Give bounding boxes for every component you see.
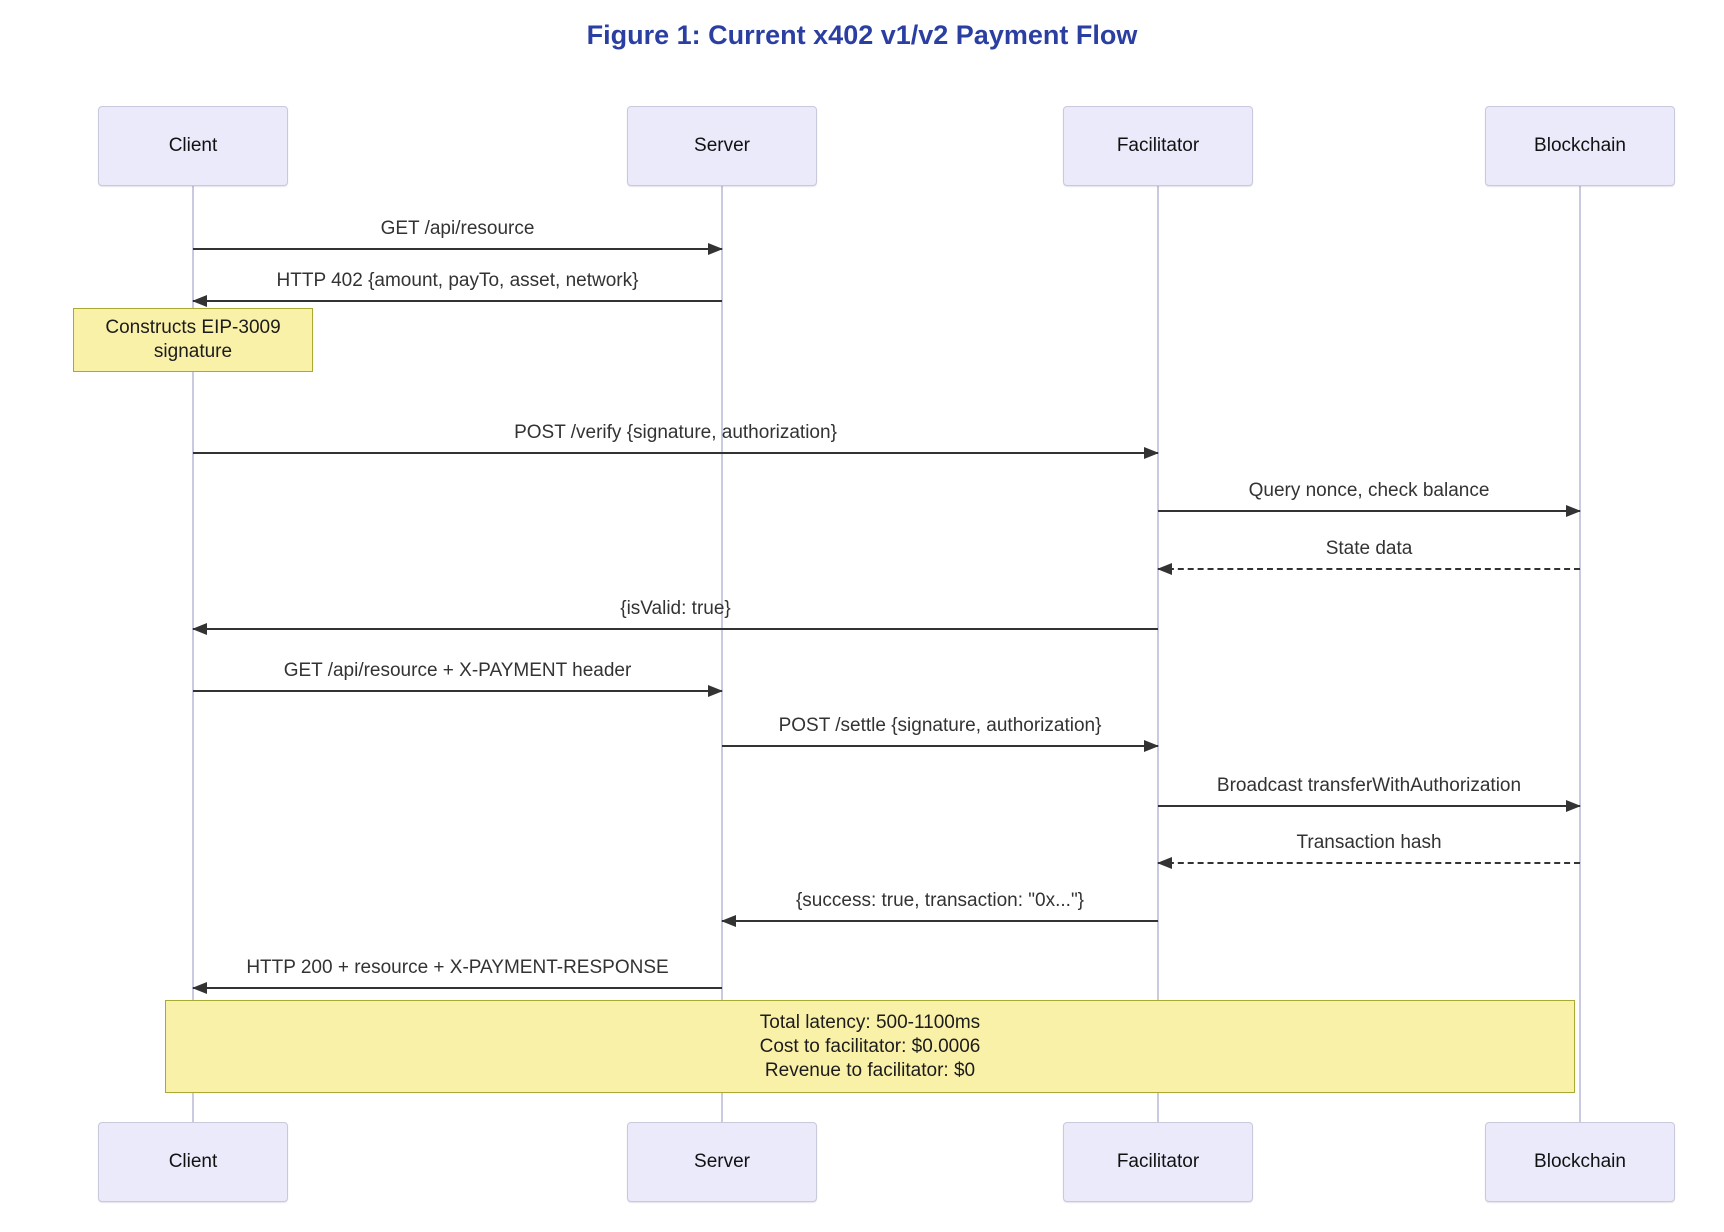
message-label: GET /api/resource + X-PAYMENT header bbox=[283, 660, 632, 681]
message-arrow bbox=[1157, 563, 1580, 575]
message-arrow bbox=[193, 243, 723, 255]
message-arrow bbox=[1158, 505, 1581, 517]
actor-label-client: Client bbox=[168, 1151, 218, 1172]
arrowhead-icon bbox=[192, 982, 207, 994]
actor-label-facilitator: Facilitator bbox=[1116, 1151, 1200, 1172]
message-arrow bbox=[722, 740, 1159, 752]
message-label: POST /verify {signature, authorization} bbox=[514, 422, 837, 443]
message-label: State data bbox=[1325, 538, 1413, 559]
note: Constructs EIP-3009 signature bbox=[73, 308, 313, 372]
arrowhead-icon bbox=[192, 295, 207, 307]
message-arrow bbox=[1158, 800, 1581, 812]
note-text: Constructs EIP-3009 signature bbox=[105, 317, 281, 362]
arrowhead-icon bbox=[1144, 740, 1159, 752]
actor-facilitator-bottom: Facilitator bbox=[1063, 1122, 1253, 1202]
figure-title: Figure 1: Current x402 v1/v2 Payment Flo… bbox=[586, 20, 1138, 50]
actor-client-bottom: Client bbox=[98, 1122, 288, 1202]
actor-label-blockchain: Blockchain bbox=[1534, 135, 1626, 156]
actor-label-client: Client bbox=[168, 135, 218, 156]
message-arrow bbox=[192, 295, 722, 307]
note-text: Cost to facilitator: $0.0006 bbox=[759, 1035, 981, 1057]
lifeline-blockchain bbox=[1579, 186, 1581, 1122]
actor-blockchain-top: Blockchain bbox=[1485, 106, 1675, 186]
message-label: {success: true, transaction: "0x..."} bbox=[795, 890, 1085, 911]
arrowhead-icon bbox=[1566, 800, 1581, 812]
message-arrow bbox=[193, 447, 1159, 459]
message-arrow bbox=[1157, 857, 1580, 869]
actor-server-bottom: Server bbox=[627, 1122, 817, 1202]
message-label: Query nonce, check balance bbox=[1248, 480, 1490, 501]
message-label: Transaction hash bbox=[1296, 832, 1442, 853]
message-label: GET /api/resource bbox=[380, 218, 535, 239]
actor-label-server: Server bbox=[694, 1151, 750, 1172]
message-arrow bbox=[721, 915, 1158, 927]
actor-label-blockchain: Blockchain bbox=[1534, 1151, 1626, 1172]
message-label: HTTP 402 {amount, payTo, asset, network} bbox=[276, 270, 639, 291]
arrowhead-icon bbox=[1157, 563, 1172, 575]
arrowhead-icon bbox=[1144, 447, 1159, 459]
lifeline-server bbox=[721, 186, 723, 1122]
note-text: Revenue to facilitator: $0 bbox=[764, 1059, 976, 1081]
actor-facilitator-top: Facilitator bbox=[1063, 106, 1253, 186]
message-arrow bbox=[192, 982, 722, 994]
actor-server-top: Server bbox=[627, 106, 817, 186]
message-label: POST /settle {signature, authorization} bbox=[778, 715, 1102, 736]
message-label: HTTP 200 + resource + X-PAYMENT-RESPONSE bbox=[246, 957, 669, 978]
actor-client-top: Client bbox=[98, 106, 288, 186]
message-arrow bbox=[193, 685, 723, 697]
arrowhead-icon bbox=[1157, 857, 1172, 869]
arrowhead-icon bbox=[721, 915, 736, 927]
message-label: {isValid: true} bbox=[620, 598, 731, 619]
arrowhead-icon bbox=[1566, 505, 1581, 517]
message-label: Broadcast transferWithAuthorization bbox=[1216, 775, 1522, 796]
arrowhead-icon bbox=[708, 243, 723, 255]
actor-blockchain-bottom: Blockchain bbox=[1485, 1122, 1675, 1202]
arrowhead-icon bbox=[192, 623, 207, 635]
actor-label-facilitator: Facilitator bbox=[1116, 135, 1200, 156]
arrowhead-icon bbox=[708, 685, 723, 697]
lifeline-facilitator bbox=[1157, 186, 1159, 1122]
lifeline-client bbox=[192, 186, 194, 1122]
message-arrow bbox=[192, 623, 1158, 635]
note-text: Total latency: 500-1100ms bbox=[759, 1011, 981, 1033]
actor-label-server: Server bbox=[694, 135, 750, 156]
